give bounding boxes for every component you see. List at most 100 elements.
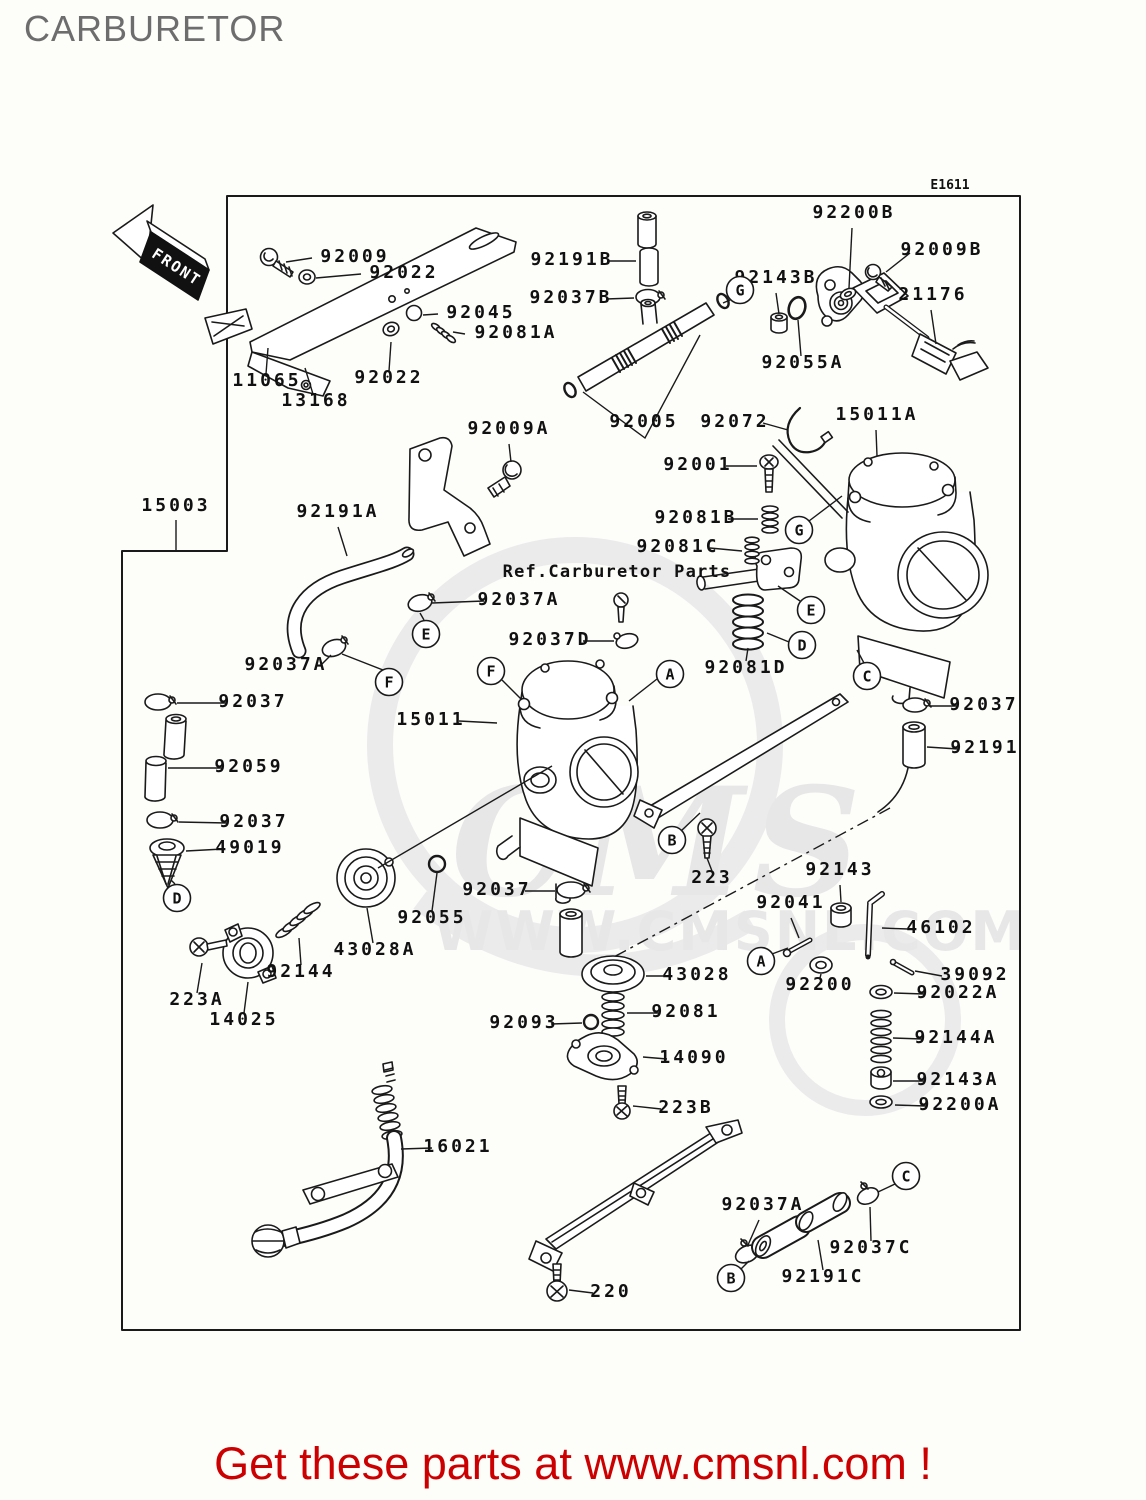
leader-line	[315, 273, 362, 279]
part-label-92037a: 92037A	[477, 589, 560, 610]
leader-line	[819, 973, 822, 979]
callout-circle-a	[655, 659, 685, 689]
callout-circle-g	[784, 515, 814, 545]
callout-circle-c	[891, 1161, 921, 1191]
leader-line	[848, 227, 853, 289]
ref-note: Ref.Carburetor Parts	[503, 562, 732, 582]
leader-line	[926, 746, 959, 750]
callout-circle-f	[476, 656, 506, 686]
part-label-92143a: 92143A	[916, 1069, 999, 1090]
part-label-11065: 11065	[232, 370, 301, 391]
leader-line	[185, 848, 224, 852]
callout-letter: B	[667, 832, 676, 850]
construction-line	[582, 334, 701, 440]
part-label-92055a: 92055A	[761, 352, 844, 373]
part-label-14025: 14025	[209, 1009, 278, 1030]
part-label-43028a: 43028A	[333, 939, 416, 960]
part-label-92001: 92001	[663, 454, 732, 475]
diagram-border	[121, 195, 1021, 1331]
leader-line	[775, 292, 780, 315]
part-label-92081d: 92081D	[704, 657, 787, 678]
leader-line	[797, 319, 802, 357]
part-label-16021: 16021	[423, 1136, 492, 1157]
leader-line	[706, 857, 713, 872]
part-label-223b: 223B	[658, 1097, 713, 1118]
part-label-92009b: 92009B	[900, 239, 983, 260]
part-label-92045: 92045	[446, 302, 515, 323]
part-label-92144: 92144	[266, 961, 335, 982]
leader-line	[458, 720, 498, 724]
leader-line	[808, 495, 843, 522]
part-label-92037d: 92037D	[508, 629, 591, 650]
leader-line	[501, 679, 522, 700]
callout-letter: G	[735, 282, 744, 300]
leader-line	[877, 1183, 896, 1193]
part-label-92191c: 92191C	[781, 1266, 864, 1287]
leader-line	[740, 1260, 750, 1270]
part-label-92200a: 92200A	[918, 1094, 1001, 1115]
callout-letter: F	[486, 663, 495, 681]
callout-circle-e	[796, 595, 826, 625]
part-label-15011: 15011	[396, 709, 465, 730]
callout-letter: A	[665, 666, 674, 684]
leader-line	[722, 299, 731, 304]
part-label-92022: 92022	[354, 367, 423, 388]
footer-promo-link[interactable]: Get these parts at www.cmsnl.com !	[214, 1438, 932, 1489]
part-label-46102: 46102	[906, 917, 975, 938]
leader-line	[894, 1104, 927, 1107]
part-label-92037: 92037	[219, 811, 288, 832]
part-label-21176: 21176	[898, 284, 967, 305]
part-label-92093: 92093	[489, 1012, 558, 1033]
construction-line	[377, 765, 553, 869]
leader-line	[790, 917, 800, 939]
leader-line	[762, 422, 789, 431]
leader-line	[914, 970, 943, 977]
part-label-92059: 92059	[214, 756, 283, 777]
leader-line	[881, 927, 909, 930]
leader-line	[777, 585, 801, 602]
part-label-92005: 92005	[609, 411, 678, 432]
leader-line	[431, 872, 438, 912]
callout-letter: D	[797, 637, 806, 655]
leader-line	[839, 884, 842, 903]
part-label-13168: 13168	[281, 390, 350, 411]
part-label-92191a: 92191A	[296, 501, 379, 522]
callout-circle-a	[746, 946, 776, 976]
part-label-92143: 92143	[805, 859, 874, 880]
part-label-223a: 223A	[169, 989, 224, 1010]
part-label-92037: 92037	[462, 879, 531, 900]
part-label-92009a: 92009A	[467, 418, 550, 439]
front-arrow-icon	[112, 204, 210, 301]
part-label-43028: 43028	[662, 964, 731, 985]
part-label-92055: 92055	[397, 907, 466, 928]
leader-line	[642, 1056, 668, 1060]
leader-line	[605, 297, 635, 300]
leader-line	[196, 962, 203, 994]
callout-letter: E	[421, 626, 430, 644]
leader-line	[508, 443, 512, 463]
part-label-92041: 92041	[756, 892, 825, 913]
leader-line	[632, 1105, 662, 1110]
part-label-92009: 92009	[320, 246, 389, 267]
part-label-92037: 92037	[949, 694, 1018, 715]
callout-letter: D	[172, 890, 181, 908]
part-label-92191b: 92191B	[530, 249, 613, 270]
part-label-15011a: 15011A	[835, 404, 918, 425]
leader-line	[628, 678, 658, 702]
leader-line	[422, 313, 439, 316]
part-label-92037a: 92037A	[244, 654, 327, 675]
part-label-92081a: 92081A	[474, 322, 557, 343]
leader-line	[745, 647, 749, 662]
leader-line	[337, 526, 348, 557]
part-label-220: 220	[590, 1281, 632, 1302]
callout-letter: A	[756, 953, 765, 971]
leader-line	[856, 649, 865, 664]
leader-line	[747, 1219, 760, 1246]
part-label-92037c: 92037C	[829, 1237, 912, 1258]
callout-circle-b	[716, 1263, 746, 1293]
leader-line	[298, 937, 302, 966]
leader-line	[341, 653, 384, 671]
leader-line	[388, 341, 392, 372]
part-label-14090: 14090	[659, 1047, 728, 1068]
